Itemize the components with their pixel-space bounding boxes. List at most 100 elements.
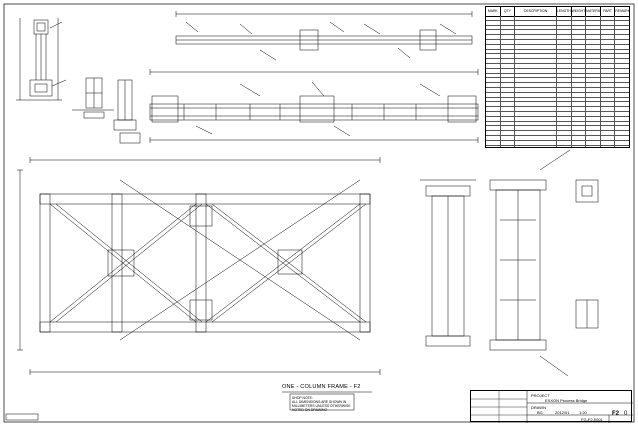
bom-cell xyxy=(515,16,557,20)
bom-cell xyxy=(601,135,616,140)
bom-cell xyxy=(615,21,629,25)
bom-cell xyxy=(615,141,629,145)
bom-cell xyxy=(586,68,601,73)
frame-title: ONE - COLUMN FRAME - F2 xyxy=(282,384,361,390)
bom-cell xyxy=(557,83,572,87)
bom-cell xyxy=(557,20,572,25)
bom-cell xyxy=(515,83,557,87)
bom-cell xyxy=(615,59,629,63)
bom-cell xyxy=(601,116,616,121)
bom-cell xyxy=(601,140,616,145)
bom-cell xyxy=(515,59,557,63)
bom-cell xyxy=(601,121,616,126)
title-block-grid xyxy=(471,391,633,423)
bill-of-materials: MARK QTY DESCRIPTION LENGTH WEIGHT MATER… xyxy=(485,6,630,148)
bom-cell xyxy=(515,140,557,145)
bom-cell xyxy=(615,83,629,87)
bom-cell xyxy=(601,68,616,73)
bom-cell xyxy=(501,68,516,73)
bom-cell xyxy=(615,122,629,126)
bom-cell xyxy=(615,45,629,49)
bom-cell xyxy=(615,126,629,130)
bom-cell xyxy=(557,39,572,44)
bom-cell xyxy=(515,68,557,73)
notes-line: MILLIMETERS UNLESS OTHERWISE xyxy=(292,404,351,408)
bom-cell xyxy=(615,30,629,34)
bom-cell xyxy=(501,83,516,87)
bom-cell xyxy=(586,111,601,116)
bom-cell xyxy=(501,121,516,126)
bom-row xyxy=(486,145,629,147)
section-view-small-c xyxy=(575,179,599,203)
bom-cell xyxy=(615,40,629,44)
bom-cell xyxy=(557,25,572,30)
bom-cell xyxy=(572,30,587,35)
bom-cell xyxy=(601,16,616,20)
bom-cell xyxy=(557,54,572,59)
bom-cell xyxy=(586,30,601,35)
title-block: PROJECT EXXON Process Bridge DRAWN BG 20… xyxy=(470,390,633,423)
project-label: PROJECT xyxy=(531,393,550,398)
bom-cell xyxy=(501,145,516,147)
bom-cell xyxy=(557,49,572,54)
bom-cell xyxy=(515,135,557,140)
bom-cell xyxy=(515,107,557,111)
bom-cell xyxy=(586,92,601,97)
bom-cell xyxy=(572,83,587,87)
notes-box xyxy=(289,393,355,411)
bom-cell xyxy=(586,102,601,107)
bom-cell xyxy=(501,35,516,39)
bom-row xyxy=(486,78,629,84)
notes-line: ALL DIMENSIONS ARE SHOWN IN xyxy=(292,400,347,404)
bom-cell xyxy=(601,145,616,147)
bom-cell xyxy=(557,87,572,92)
detail-callout-box xyxy=(119,132,141,144)
bom-cell xyxy=(572,87,587,92)
bom-cell xyxy=(586,135,601,140)
bom-cell xyxy=(601,20,616,25)
bom-cell xyxy=(572,102,587,107)
bom-cell xyxy=(601,35,616,39)
bom-cell xyxy=(486,16,501,20)
bom-cell xyxy=(515,102,557,107)
bom-cell xyxy=(501,20,516,25)
bom-cell xyxy=(501,102,516,107)
bom-cell xyxy=(557,102,572,107)
bom-cell xyxy=(501,54,516,59)
bom-row xyxy=(486,116,629,122)
bom-cell xyxy=(615,112,629,116)
bom-cell xyxy=(515,97,557,102)
bom-cell xyxy=(486,135,501,140)
bom-cell xyxy=(486,78,501,83)
bom-cell xyxy=(572,145,587,147)
bom-cell xyxy=(615,35,629,39)
bom-row xyxy=(486,97,629,103)
notes-line: NOTED ON DRAWING xyxy=(292,408,328,412)
bom-cell xyxy=(486,145,501,147)
bom-cell xyxy=(557,116,572,121)
bom-row xyxy=(486,49,629,55)
bom-cell xyxy=(615,74,629,78)
bom-cell xyxy=(572,49,587,54)
bom-cell xyxy=(486,20,501,25)
bom-cell xyxy=(557,78,572,83)
bom-cell xyxy=(615,69,629,73)
bom-cell xyxy=(601,25,616,30)
sheet-number: F2 xyxy=(612,411,620,417)
bom-cell xyxy=(586,20,601,25)
bom-cell xyxy=(486,92,501,97)
bom-cell xyxy=(586,97,601,102)
bom-cell xyxy=(486,35,501,39)
bom-cell xyxy=(486,49,501,54)
bom-cell xyxy=(586,78,601,83)
scale-value: 1:20 xyxy=(579,410,587,415)
bom-cell xyxy=(586,54,601,59)
bom-cell xyxy=(601,63,616,68)
braced-frame-elevation xyxy=(17,157,381,375)
bom-row xyxy=(486,107,629,112)
bom-cell xyxy=(572,135,587,140)
bom-cell xyxy=(557,68,572,73)
bom-row xyxy=(486,92,629,98)
bom-cell xyxy=(501,126,516,131)
